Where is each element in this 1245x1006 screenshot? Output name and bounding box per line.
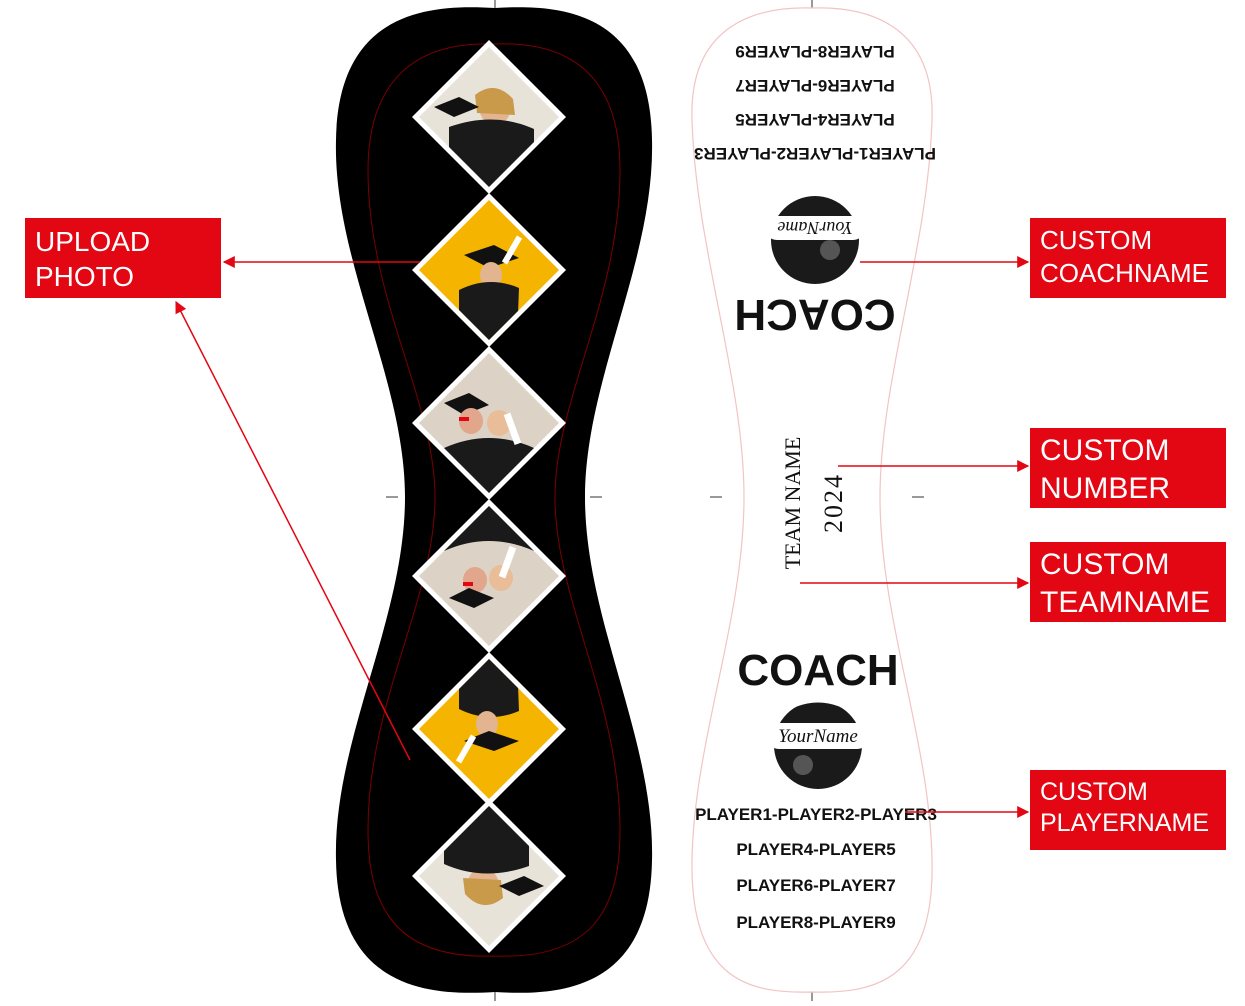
inv-player-line-3: PLAYER6-PLAYER7 [735,76,894,95]
player-list: PLAYER1-PLAYER2-PLAYER3 PLAYER4-PLAYER5 … [695,805,937,932]
number-line-2: NUMBER [1040,471,1171,505]
black-panel [335,7,653,993]
upload-line-1: UPLOAD [35,226,151,257]
teamname-line-1: CUSTOM [1040,548,1170,581]
photo-tile-2[interactable] [412,193,566,347]
photo-tiles [412,40,566,953]
inv-player-line-1: PLAYER1-PLAYER2-PLAYER3 [694,144,936,163]
coachname-line-1: CUSTOM [1040,225,1153,255]
custom-playername-callout: CUSTOM PLAYERNAME [1030,770,1226,850]
upload-line-2: PHOTO [35,261,135,292]
player-line-4: PLAYER8-PLAYER9 [736,913,895,932]
player-line-2: PLAYER4-PLAYER5 [736,840,895,859]
team-name: TEAM NAME [780,437,805,570]
photo-tile-6[interactable] [412,799,566,953]
inv-player-line-2: PLAYER4-PLAYER5 [735,110,894,129]
coachname-line-2: COACHNAME [1040,257,1210,288]
inverted-player-list: PLAYER1-PLAYER2-PLAYER3 PLAYER4-PLAYER5 … [694,42,936,163]
inv-coach-name: YourName [777,218,852,238]
teamname-line-2: TEAMNAME [1040,585,1211,619]
bottom-design: COACH YourName PLAYER1-PLAYER2-PLAYER3 P… [695,646,937,932]
white-panel-outline [691,7,933,993]
playername-line-1: CUSTOM [1040,778,1148,806]
upload-arrow-bottom [175,300,411,761]
team-block: TEAM NAME 2024 [780,437,848,570]
bleed-line [367,43,621,957]
coach-title: COACH [737,646,898,695]
upload-photo-callout[interactable]: UPLOAD PHOTO [25,218,221,298]
inv-player-line-4: PLAYER8-PLAYER9 [735,42,894,61]
playername-line-2: PLAYERNAME [1040,809,1210,838]
inv-baseball-emblem: YourName [765,196,865,288]
baseball-emblem: YourName [766,699,870,789]
inv-coach-title: COACH [734,290,895,339]
custom-coachname-callout: CUSTOM COACHNAME [1030,218,1226,298]
coach-name: YourName [778,726,858,747]
number-line-1: CUSTOM [1040,434,1170,467]
photo-tile-3[interactable] [412,346,566,500]
photo-tile-1[interactable] [412,40,566,194]
player-line-3: PLAYER6-PLAYER7 [736,876,895,895]
team-year: 2024 [819,473,848,533]
custom-number-callout: CUSTOM NUMBER [1030,428,1226,508]
photo-tile-4[interactable] [412,499,566,653]
inverted-design: PLAYER1-PLAYER2-PLAYER3 PLAYER4-PLAYER5 … [694,42,936,339]
custom-teamname-callout: CUSTOM TEAMNAME [1030,542,1226,622]
player-line-1: PLAYER1-PLAYER2-PLAYER3 [695,805,937,824]
callout-arrows [175,256,1030,818]
photo-tile-5[interactable] [412,652,566,806]
